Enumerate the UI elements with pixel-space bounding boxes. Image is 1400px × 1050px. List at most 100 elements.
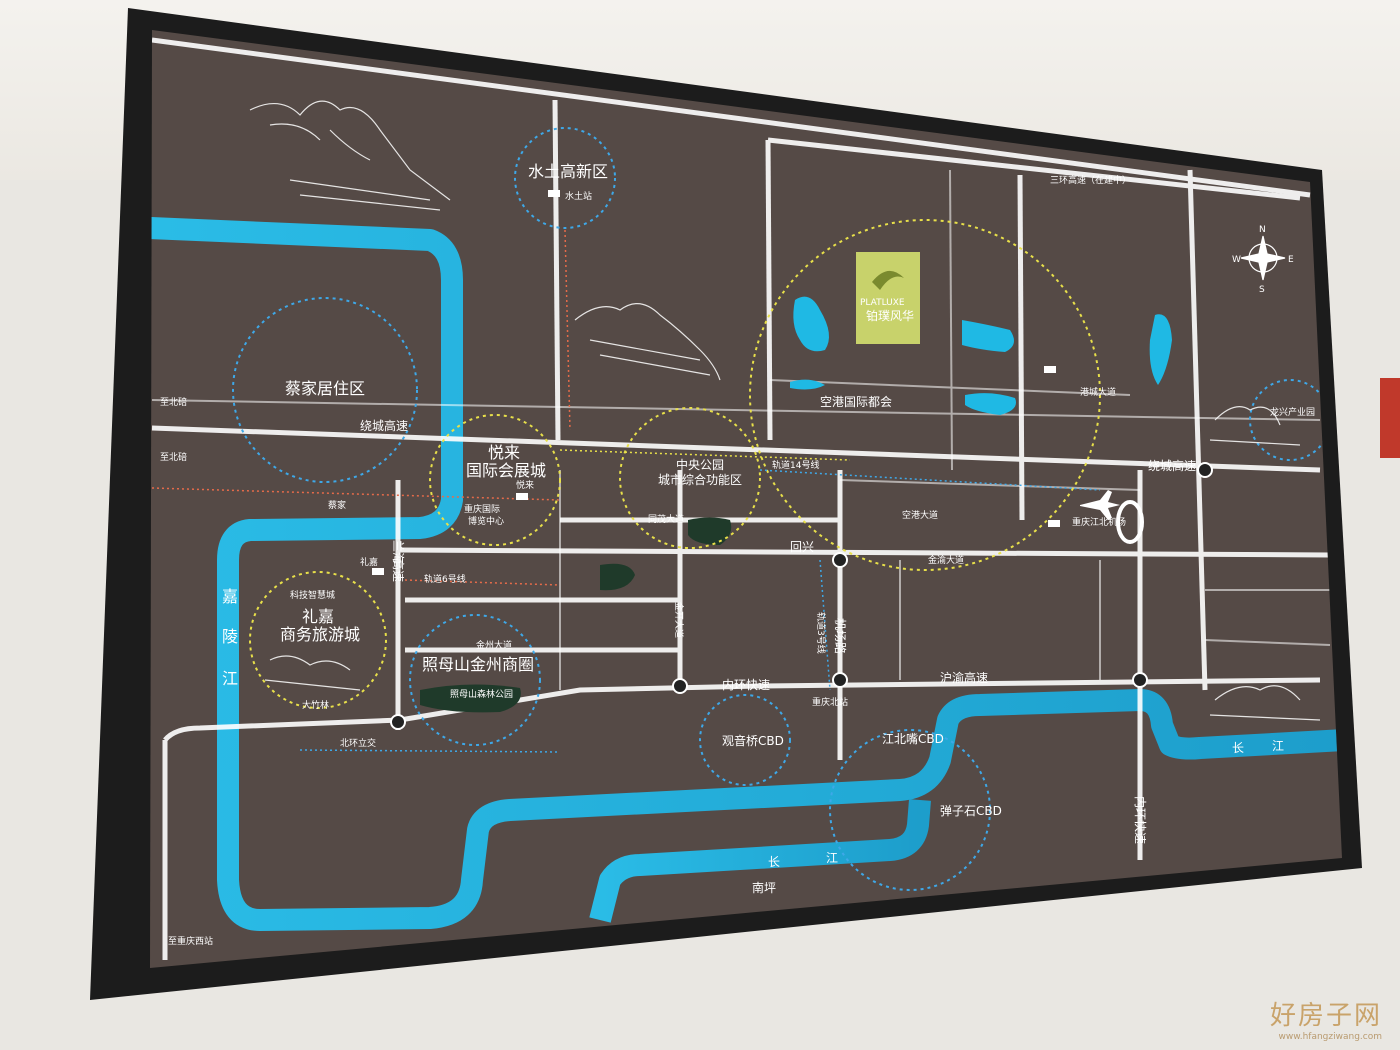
airplane-icon: [1080, 490, 1120, 520]
mountain-lijia: [264, 655, 361, 691]
label-jialing-1: 嘉: [222, 587, 238, 606]
road-shuitu-v: [552, 99, 561, 441]
circle-jiangbeizui: [829, 729, 991, 891]
compass-e: E: [1288, 255, 1294, 265]
label-lijia-station: 礼嘉: [360, 556, 378, 568]
circle-yuelai: [429, 414, 561, 546]
label-central-2: 城市综合功能区: [658, 472, 742, 487]
compass-icon: [1240, 235, 1286, 281]
label-guanyinqiao: 观音桥CBD: [722, 733, 784, 748]
label-raocheng-east: 绕城高速: [1148, 458, 1196, 473]
mountain-east2: [1209, 685, 1321, 721]
wall-sign: [1380, 378, 1400, 458]
lake-west: [793, 296, 829, 352]
label-tongmao: 同茂大道: [648, 513, 684, 525]
label-beihuan: 北环立交: [340, 737, 376, 749]
label-guanyinqiao-station: 重庆北站: [812, 696, 848, 708]
watermark-text: 好房子网: [1269, 1001, 1382, 1031]
label-danzishi: 弹子石CBD: [940, 804, 1002, 818]
label-longxing: 龙兴产业园: [1270, 406, 1315, 418]
label-shuitu-station: 水土站: [565, 190, 592, 202]
label-jialing-3: 江: [222, 669, 238, 688]
label-jinyu: 金渝大道: [928, 554, 964, 566]
label-lijia-2: 商务旅游城: [280, 625, 360, 644]
label-lanhai-1: 兰海: [391, 540, 406, 564]
lake-park: [600, 563, 635, 591]
label-yuelai-2: 国际会展城: [466, 461, 546, 480]
lake-kg: [790, 379, 825, 390]
compass-s: S: [1259, 285, 1265, 295]
compass-w: W: [1232, 255, 1241, 265]
label-gangcheng: 港城大道: [1080, 386, 1116, 398]
label-rail14: 轨道14号线: [772, 459, 819, 471]
mountain-northwest: [249, 100, 451, 211]
label-zhaomu-park: 照母山森林公园: [450, 688, 513, 700]
label-nanping: 南坪: [752, 880, 776, 895]
label-caijia-station: 蔡家: [328, 499, 346, 511]
label-changjiang-r2: 江: [1272, 739, 1284, 753]
lake-east: [1149, 314, 1172, 385]
label-zhaomu: 照母山金州商圈: [422, 655, 534, 674]
project-logo-icon: [872, 270, 904, 290]
label-neihuan: 内环快速: [722, 678, 770, 692]
label-changjiang-r1: 长: [1232, 741, 1244, 755]
road-sanhuan: [767, 137, 1301, 201]
map-background: [150, 30, 1342, 968]
label-lijia-1: 礼嘉: [302, 607, 334, 626]
mountain-east1: [1209, 406, 1301, 446]
road-neihuan-h: [163, 677, 1321, 742]
circle-project: [749, 219, 1101, 571]
label-sanhuan: 三环高速（在建中）: [1050, 174, 1131, 186]
label-jinzhou: 金州大道: [476, 639, 512, 651]
circle-guanyinqiao: [699, 694, 791, 786]
label-jichang: 机场路: [833, 618, 848, 654]
label-jiangbeizui: 江北嘴CBD: [882, 732, 944, 746]
label-keji: 科技智慧城: [290, 589, 335, 601]
label-huilai: 回兴: [790, 540, 814, 554]
changjiang-river: [589, 799, 931, 923]
compass-n: N: [1259, 225, 1266, 235]
mountain-center: [574, 303, 721, 381]
road-airport-v: [1017, 174, 1025, 521]
label-raocheng-west: 绕城高速: [360, 418, 408, 433]
road-north-rim: [151, 37, 1311, 198]
circle-zhaomu: [409, 614, 541, 746]
label-expo-2: 博览中心: [468, 515, 504, 527]
label-central-1: 中央公园: [676, 457, 724, 472]
watermark-url: www.hfangziwang.com: [1278, 1032, 1382, 1042]
circle-lijia: [249, 571, 387, 709]
label-jialing-2: 陵: [222, 627, 238, 646]
circle-caijia: [232, 297, 418, 483]
road-jinyu: [399, 547, 1331, 558]
label-zhibeibei-2: 至北碚: [160, 451, 187, 463]
label-rail6: 轨道6号线: [424, 573, 466, 585]
label-airport-city: 空港国际都会: [820, 395, 892, 409]
label-caijia: 蔡家居住区: [285, 379, 365, 398]
label-jiangbei-airport: 重庆江北机场: [1072, 516, 1126, 528]
label-yingchang: 空港大道: [902, 509, 938, 521]
lake-airport: [965, 393, 1016, 415]
label-expo-1: 重庆国际: [464, 503, 500, 515]
label-changjiang-1: 长: [768, 855, 780, 869]
label-rail3: 轨道3号线: [815, 612, 827, 654]
label-yuelai-1: 悦来: [488, 443, 520, 462]
lake-central: [962, 320, 1014, 352]
label-dazhulin: 大竹林: [302, 699, 329, 711]
station-markers: [372, 190, 1060, 575]
road-mid-v: [765, 139, 773, 441]
label-changjiang-2: 江: [826, 851, 838, 865]
label-project-logo: PLATLUXE: [860, 298, 905, 308]
lake-zhaomu: [420, 684, 521, 713]
road-east-v: [1187, 169, 1208, 691]
label-project-name: 铂璞风华: [866, 308, 914, 323]
interchanges: [390, 462, 1213, 730]
lake-centralpark: [688, 517, 732, 545]
label-lanhai-2: 高速: [391, 558, 406, 582]
label-zhibeibei-1: 至北碚: [160, 396, 187, 408]
label-yuelai-station: 悦来: [516, 479, 534, 491]
label-shuitu: 水土高新区: [528, 162, 608, 181]
label-neihuan-v: 内环快速: [1133, 796, 1147, 844]
airport-ring: [1116, 500, 1144, 544]
label-huyu: 沪渝高速: [940, 670, 988, 685]
